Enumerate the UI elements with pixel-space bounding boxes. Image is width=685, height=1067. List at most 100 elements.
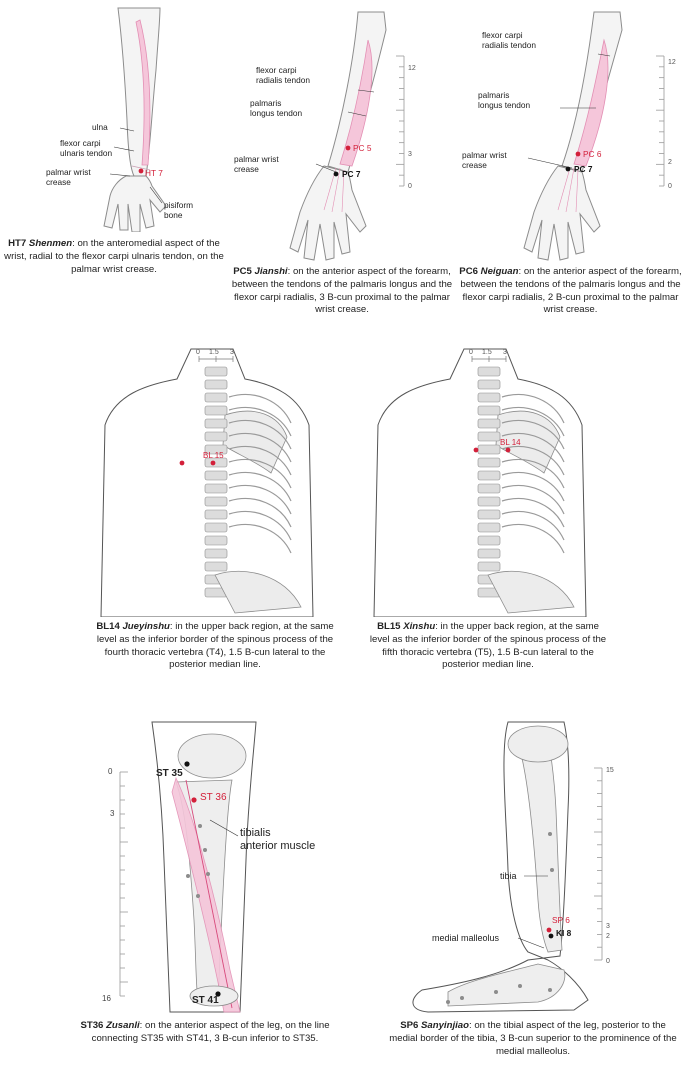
pc6-fcr-label-1: flexor carpi [482,30,523,40]
st36-point-label: ST 36 [200,792,227,803]
vertebra [204,418,228,429]
rib [501,458,565,489]
st41-point-label: ST 41 [192,995,219,1006]
st36-caption-code: ST36 [80,1020,104,1031]
pc5-pl-label-2: longus tendon [250,108,303,118]
bl14-caption: BL14 Jueyinshu: in the upper back region… [96,621,334,671]
pc5-scale [396,55,405,187]
bl15-point-right [505,447,511,453]
pc6-scale [656,55,665,187]
sp6-caption: SP6 Sanyinjiao: on the tibial aspect of … [389,1020,677,1057]
vertebra [204,509,228,520]
bl15-scale-1: 1.5 [482,349,492,356]
bl14-point-label: BL 15 [203,451,224,460]
ki8-point-marker [548,933,554,939]
pc5-scale-bot: 0 [408,183,412,190]
sp6-point-marker [546,927,552,933]
rib [501,471,565,502]
pc6-point-label: PC 6 [583,149,602,159]
bl15-scale-2: 3 [503,349,507,356]
ht7-pisiform-label-2: bone [164,210,183,220]
rib [228,510,292,541]
panel-pc5: flexor carpi radialis tendon palmaris lo… [228,0,456,315]
sp6-scale-0: 0 [606,958,610,965]
sp6-caption-desc: on the tibial aspect of the leg, posteri… [389,1020,677,1057]
vertebra [204,405,228,416]
ht7-caption-name: Shenmen [28,238,73,249]
bl14-scale-0: 0 [196,349,200,356]
vertebra [204,379,228,390]
bl14-scale [198,356,234,362]
bl15-scale [471,356,507,362]
pc5-caption-code: PC5 [233,266,252,277]
pc5-caption-name: Jianshi [254,266,288,277]
vertebra [204,444,228,455]
pc7-point-label: PC 7 [342,169,361,179]
pc7-point-marker [333,171,339,177]
rib [501,523,565,554]
ht7-caption-code: HT7 [8,238,27,249]
bl15-point-label: BL 14 [500,438,521,447]
vertebra [477,431,501,442]
bl14-scale-1: 1.5 [209,349,219,356]
ht7-pisiform-label-1: pisiform [164,200,193,210]
rib [228,419,292,450]
vertebra [477,496,501,507]
st36-scale-0: 0 [108,767,113,776]
bl14-caption-code: BL14 [96,621,120,632]
vertebra [204,366,228,377]
st36-scale-16: 16 [102,994,111,1003]
sp6-point-label: SP 6 [552,915,570,925]
pc6-forearm-figure: flexor carpi radialis tendon palmaris lo… [462,11,676,261]
pc5-point-label: PC 5 [353,143,372,153]
st36-caption-name: Zusanli [106,1020,140,1031]
bl15-caption-name: Xinshu [403,621,436,632]
pc5-forearm-figure: flexor carpi radialis tendon palmaris lo… [234,11,416,261]
ht7-forearm-figure: ulna flexor carpi ulnaris tendon palmar … [46,7,193,232]
rib [501,419,565,450]
ht7-point-marker [138,168,144,174]
rib [228,458,292,489]
pc5-scale-mid: 3 [408,151,412,158]
pc6-scale-top: 12 [668,59,676,66]
vertebra [204,548,228,559]
sp6-scale-3: 3 [606,923,610,930]
pc5-point-marker [345,145,351,151]
rib [228,445,292,476]
vertebra [204,561,228,572]
vertebra [477,457,501,468]
st41-point-marker [215,991,221,997]
vertebra [204,496,228,507]
pc5-pwc-label-2: crease [234,164,259,174]
panel-bl15: 0 1.5 3 BL 14 BL15 Xinshu: in the upper … [368,345,608,670]
pc6-pwc-label-2: crease [462,160,487,170]
ht7-caption: HT7 Shenmen: on the anteromedial aspect … [4,238,224,275]
vertebra [477,535,501,546]
pc6-caption-code: PC6 [459,266,478,277]
pc6-caption-name: Neiguan [480,266,519,277]
ki8-point-label: KI 8 [556,928,572,938]
rib [501,406,565,437]
pc5-caption-desc: on the anterior aspect of the forearm, b… [231,266,453,316]
pc6-pc7-point-marker [565,166,571,172]
vertebra [204,470,228,481]
vertebra [204,483,228,494]
rib [501,484,565,515]
rib [228,497,292,528]
vertebra [477,509,501,520]
vertebra [204,535,228,546]
vertebra [477,405,501,416]
rib [501,432,565,463]
bl14-point-left [179,460,185,466]
bl15-back-figure: 0 1.5 3 BL 14 [373,348,587,617]
vertebra [204,431,228,442]
sp6-mm-label: medial malleolus [432,933,500,943]
vertebra [204,392,228,403]
st36-caption: ST36 Zusanli: on the anterior aspect of … [80,1020,330,1044]
st36-leg-figure: 0 3 16 ST 35 ST 36 ST 41 tibialis anteri… [102,721,315,1013]
sp6-scale [594,767,603,961]
pc5-caption: PC5 Jianshi: on the anterior aspect of t… [231,266,453,316]
rib [228,484,292,515]
panel-st36: 0 3 16 ST 35 ST 36 ST 41 tibialis anteri… [60,720,350,1060]
panel-ht7: ulna flexor carpi ulnaris tendon palmar … [0,0,228,300]
